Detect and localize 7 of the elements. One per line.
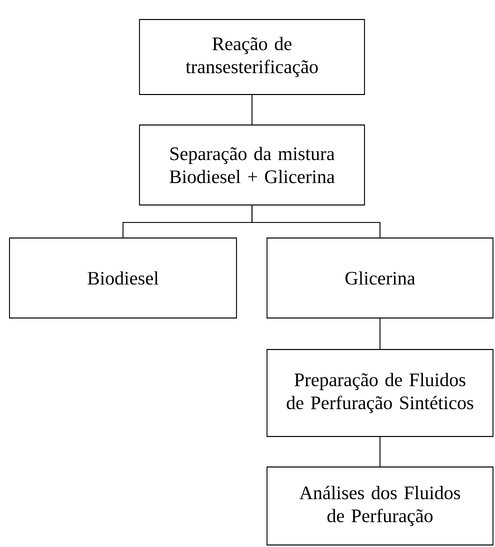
connector-line bbox=[252, 205, 380, 238]
process-box: Reação de transesterificação bbox=[139, 19, 365, 95]
process-box: Separação da mistura Biodiesel + Glicerina bbox=[139, 124, 365, 206]
process-box: Glicerina bbox=[266, 238, 494, 318]
process-box: Biodiesel bbox=[9, 238, 237, 318]
process-box: Análises dos Fluidos de Perfuração bbox=[266, 466, 494, 546]
process-box: Preparação de Fluidos de Perfuração Sintéticos bbox=[266, 349, 494, 437]
